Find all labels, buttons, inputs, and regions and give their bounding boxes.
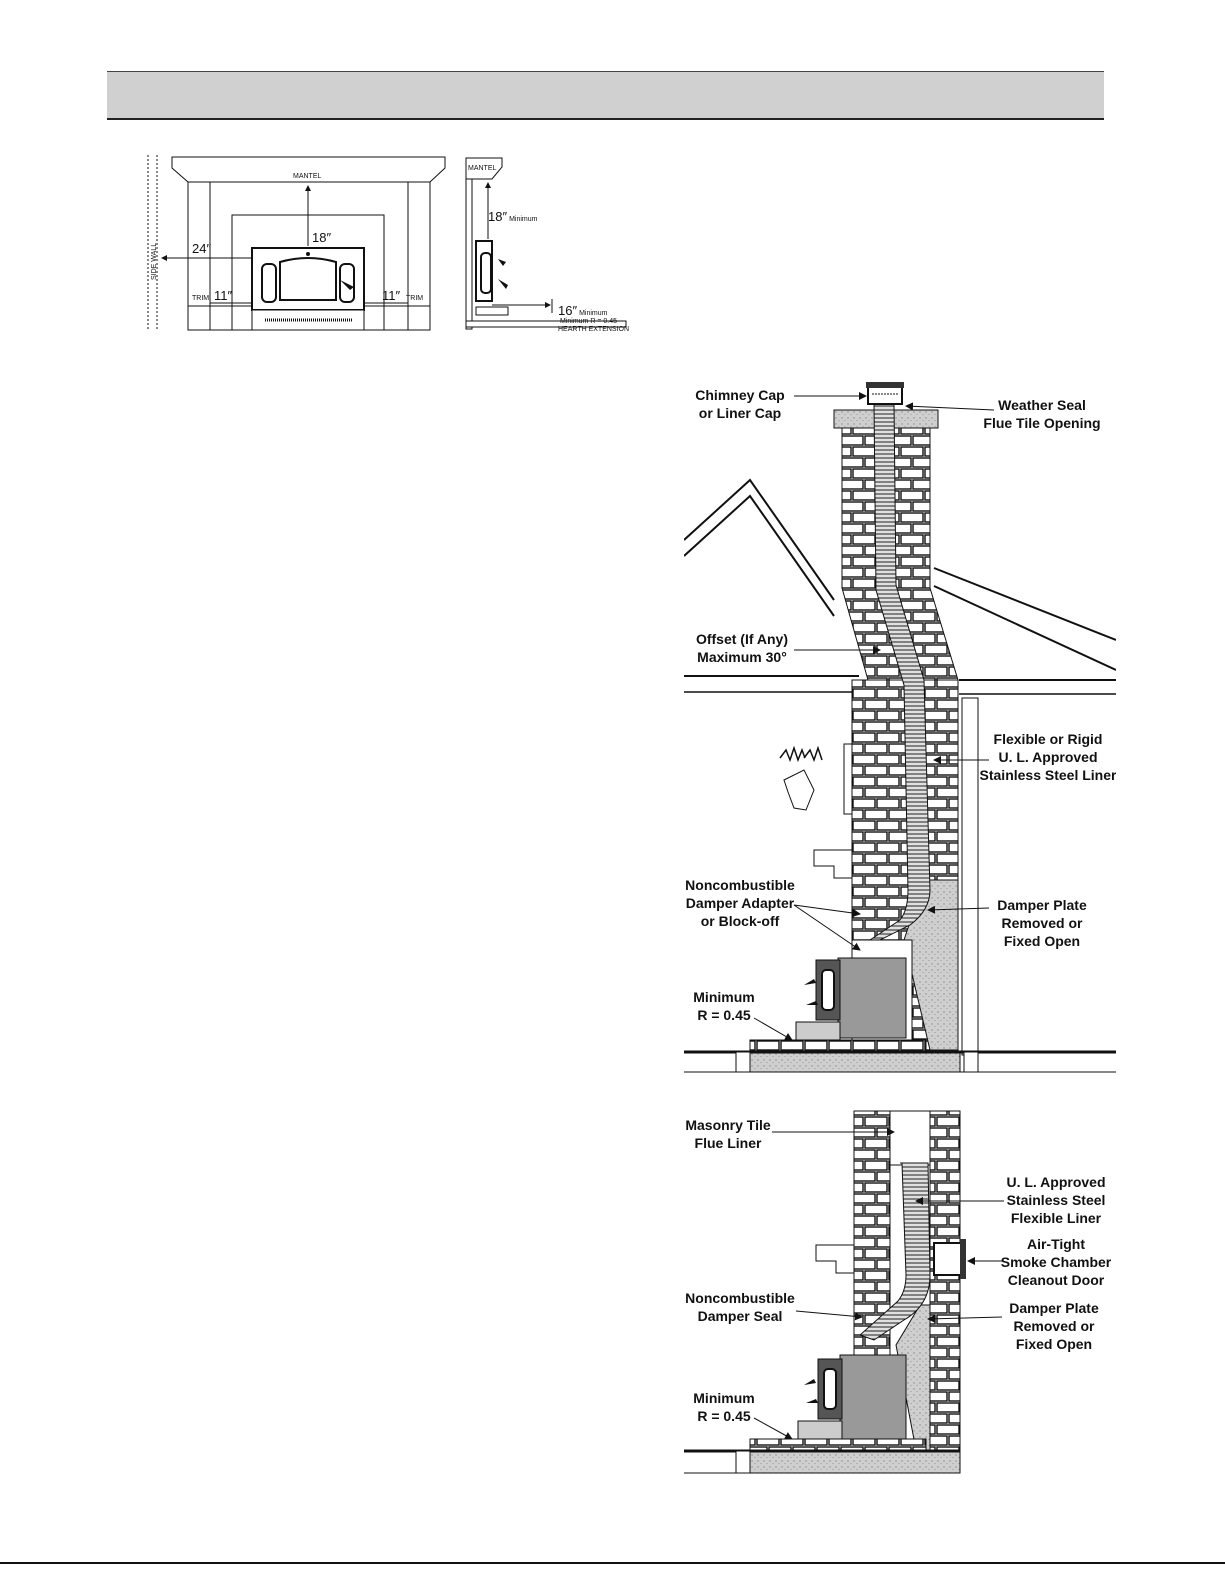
section-header-bar [107,71,1104,120]
hearth-extension-label: HEARTH EXTENSION [558,326,629,333]
offset-label: Offset (If Any)Maximum 30° [696,631,788,665]
side-mantel-label: MANTEL [468,165,497,172]
front-clearance-diagram: SIDE WALL MANTEL 18″ 24″ TRIM 11″ 11″ TR… [147,155,446,331]
r-value-label: Minimum R = 0.45 [560,318,617,325]
side-mantel-min: 18″Minimum [488,209,538,224]
side-wall-label: SIDE WALL [151,243,158,280]
side-clearance-diagram: MANTEL 18″Minimum 16″Minimum Minimum R =… [465,157,629,333]
trim-left-label: TRIM [192,295,209,302]
footer-rule [0,1562,1225,1564]
mantel-clearance-dim: 18″ [312,230,331,245]
trim-right-label: TRIM [406,295,423,302]
trim-right-dim: 11″ [382,288,400,303]
mantel-label: MANTEL [293,173,322,180]
side-clearance-dim: 24″ [192,241,211,256]
hearth-min: 16″Minimum [558,303,608,318]
trim-left-dim: 11″ [214,288,232,303]
